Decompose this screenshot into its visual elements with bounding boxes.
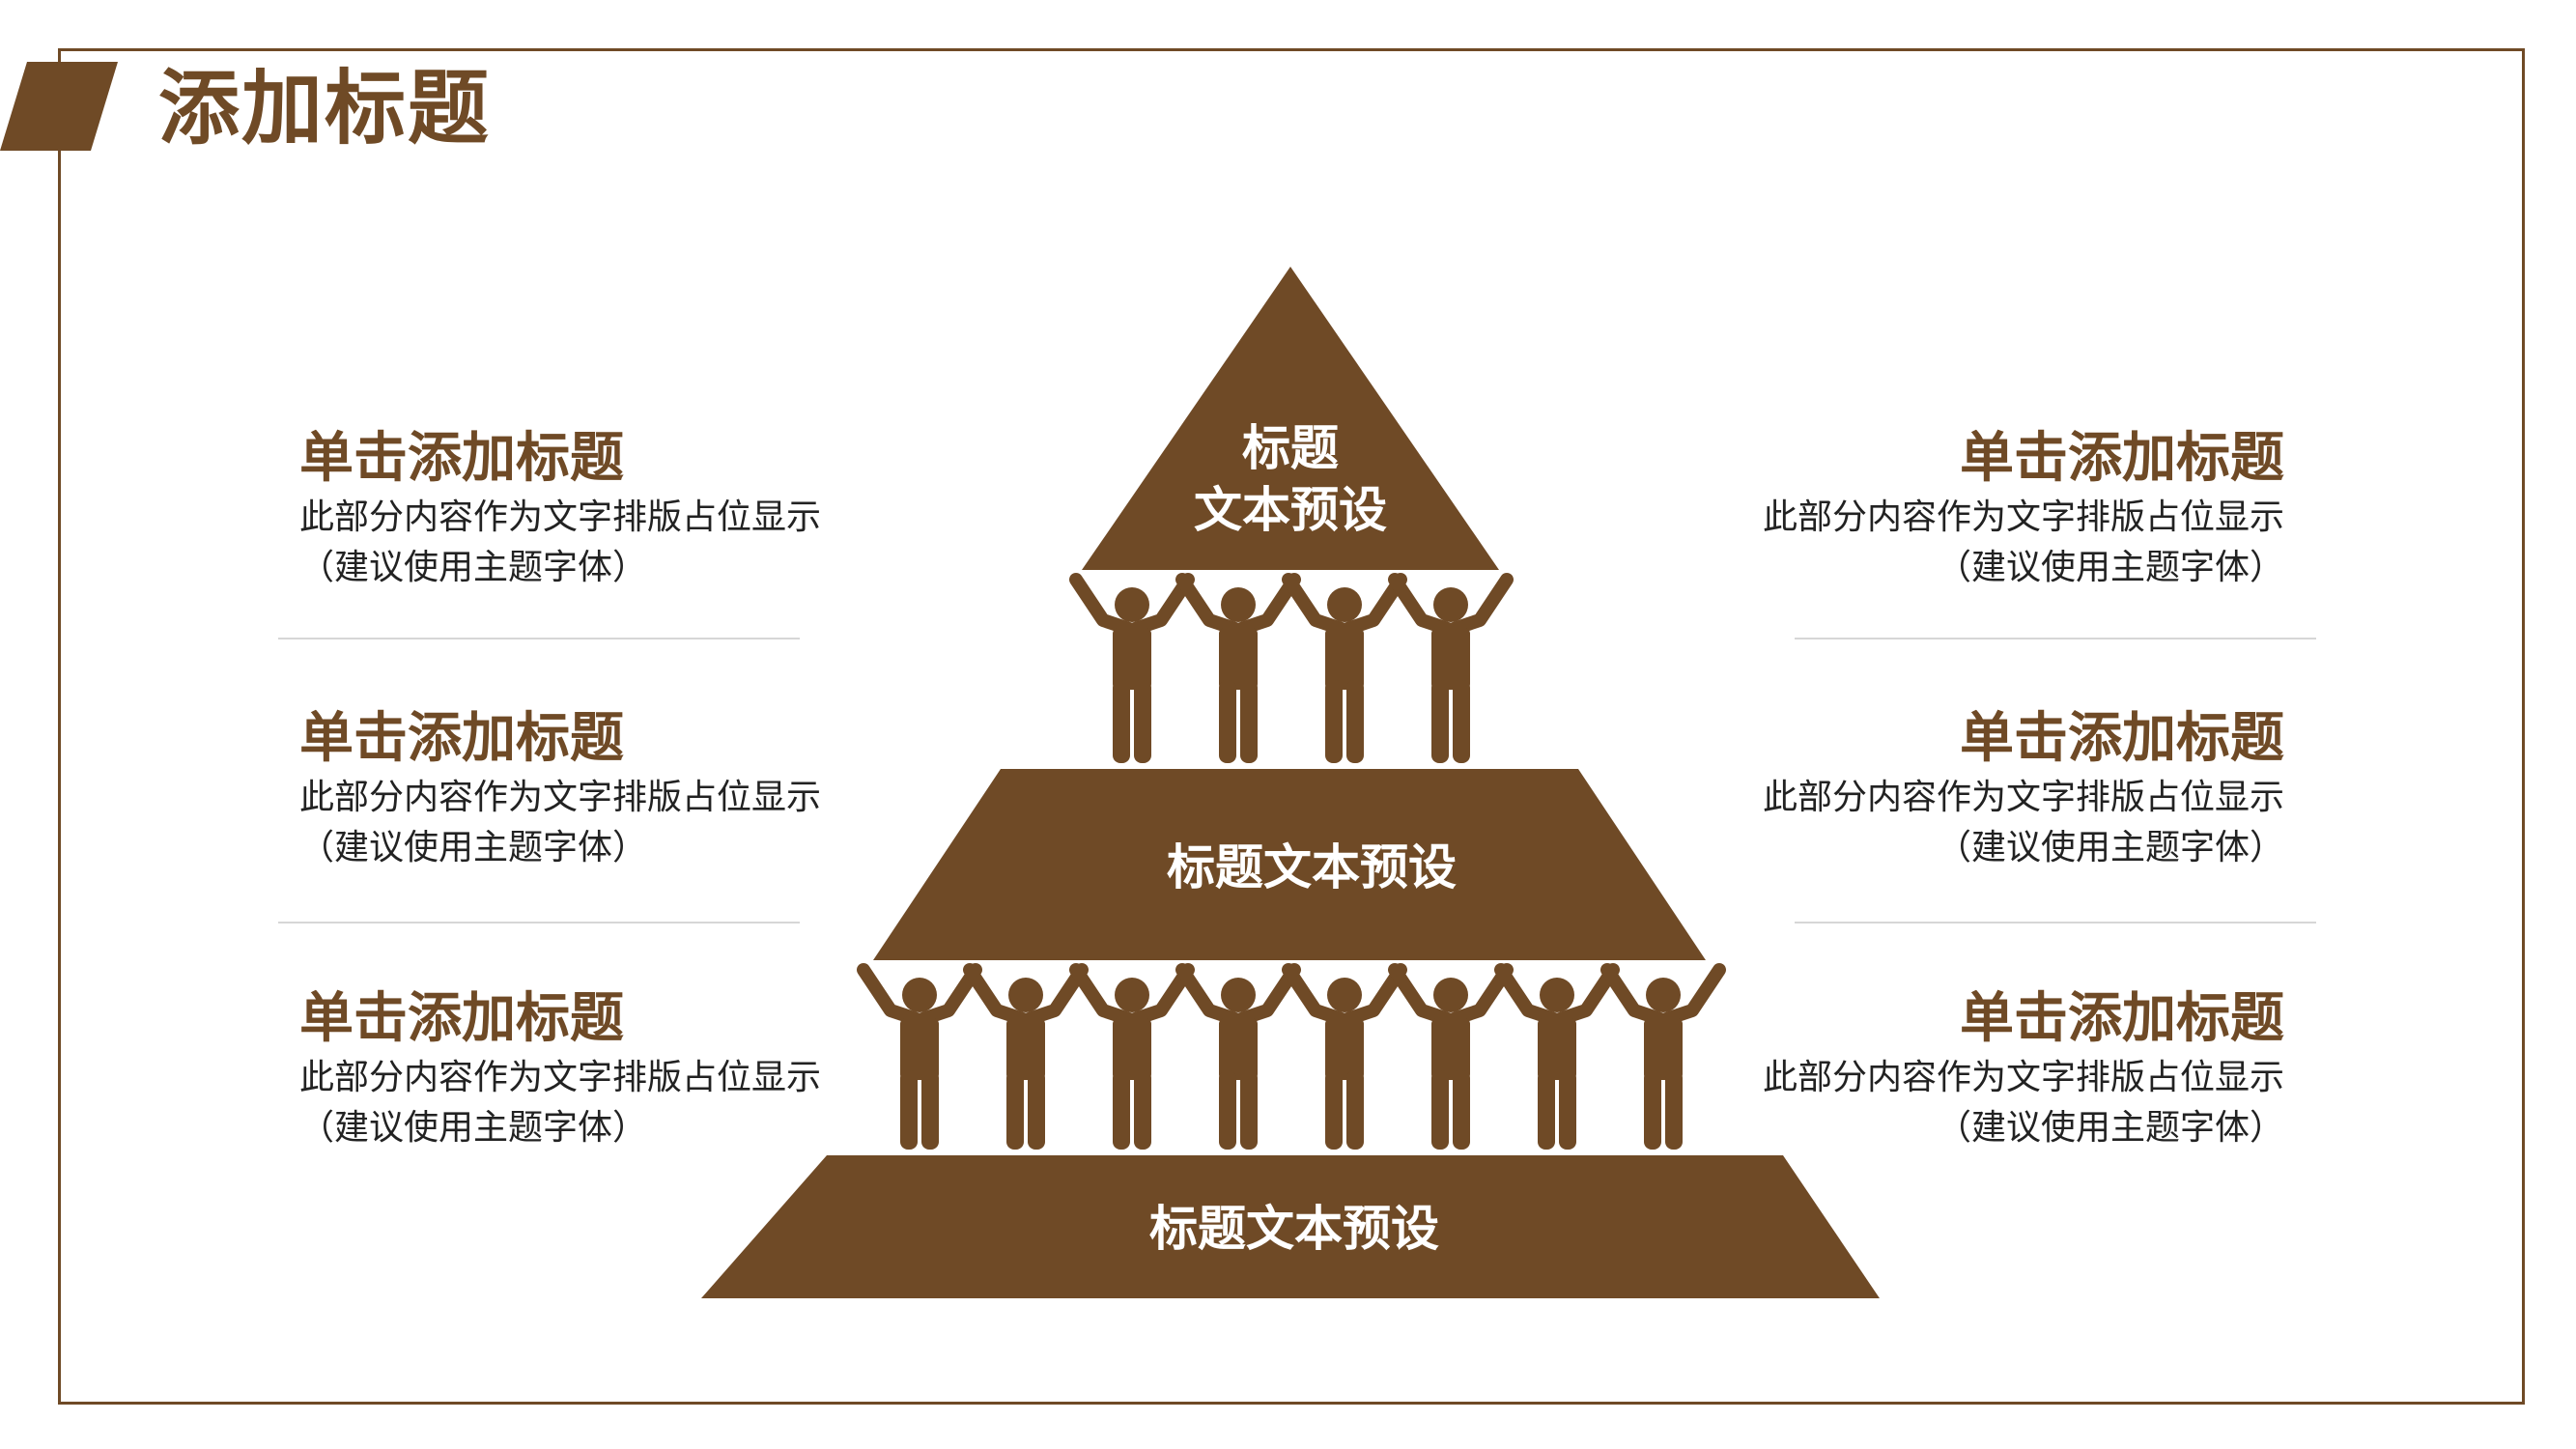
right-separator-2 [1795,922,2316,923]
left-item-3-desc2: （建议使用主题字体） [299,1108,648,1148]
right-item-2-desc1: 此部分内容作为文字排版占位显示 [1762,778,2284,817]
pyramid-top-triangle[interactable] [1082,267,1499,570]
upper-figures-row [1069,573,1514,763]
upper-person-icon-2 [1175,573,1301,763]
upper-person-icon-4 [1388,573,1514,763]
middle-tier-label: 标题文本预设 [1167,839,1457,895]
left-item-3-title: 单击添加标题 [299,987,624,1050]
left-item-1[interactable]: 单击添加标题 此部分内容作为文字排版占位显示 （建议使用主题字体） [299,425,879,593]
page-title[interactable]: 添加标题 [158,61,492,156]
right-item-3-desc1: 此部分内容作为文字排版占位显示 [1762,1058,2284,1097]
right-item-1-desc1: 此部分内容作为文字排版占位显示 [1762,497,2284,537]
right-item-1-title: 单击添加标题 [1960,427,2284,490]
right-item-3-title: 单击添加标题 [1960,987,2284,1050]
right-item-1-desc2: （建议使用主题字体） [1936,548,2284,587]
lower-person-icon-1 [857,963,982,1150]
slide-frame [58,48,2525,1405]
lower-person-icon-6 [1388,963,1514,1150]
left-item-1-desc2: （建议使用主题字体） [299,548,648,587]
right-item-1[interactable]: 单击添加标题 此部分内容作为文字排版占位显示 （建议使用主题字体） [1705,425,2284,593]
pyramid-bottom-tier[interactable] [701,1155,1880,1298]
right-item-2-title: 单击添加标题 [1960,707,2284,770]
left-item-1-desc1: 此部分内容作为文字排版占位显示 [299,497,822,537]
lower-person-icon-7 [1494,963,1620,1150]
left-item-3-desc1: 此部分内容作为文字排版占位显示 [299,1058,822,1097]
left-item-2[interactable]: 单击添加标题 此部分内容作为文字排版占位显示 （建议使用主题字体） [299,705,879,873]
upper-person-icon-3 [1282,573,1407,763]
left-separator-2 [278,922,800,923]
right-item-3-desc2: （建议使用主题字体） [1936,1108,2284,1148]
title-tab-shape [0,62,118,151]
lower-person-icon-3 [1069,963,1195,1150]
bottom-tier-label: 标题文本预设 [1149,1201,1439,1257]
top-tier-label: 标题 文本预设 [1097,417,1484,541]
lower-figures-row [857,963,1726,1150]
left-item-2-desc1: 此部分内容作为文字排版占位显示 [299,778,822,817]
lower-person-icon-5 [1282,963,1407,1150]
right-item-2-desc2: （建议使用主题字体） [1936,828,2284,867]
top-tier-label-line2: 文本预设 [1194,482,1387,538]
left-item-1-title: 单击添加标题 [299,427,624,490]
top-tier-label-line1: 标题 [1242,420,1339,476]
left-item-2-desc2: （建议使用主题字体） [299,828,648,867]
lower-person-icon-8 [1600,963,1726,1150]
lower-person-icon-4 [1175,963,1301,1150]
right-separator-1 [1795,638,2316,639]
lower-person-icon-2 [963,963,1089,1150]
right-item-2[interactable]: 单击添加标题 此部分内容作为文字排版占位显示 （建议使用主题字体） [1705,705,2284,873]
right-item-3[interactable]: 单击添加标题 此部分内容作为文字排版占位显示 （建议使用主题字体） [1705,985,2284,1153]
upper-person-icon-1 [1069,573,1195,763]
pyramid-middle-tier[interactable] [873,769,1706,960]
left-separator-1 [278,638,800,639]
left-item-3[interactable]: 单击添加标题 此部分内容作为文字排版占位显示 （建议使用主题字体） [299,985,879,1153]
left-item-2-title: 单击添加标题 [299,707,624,770]
